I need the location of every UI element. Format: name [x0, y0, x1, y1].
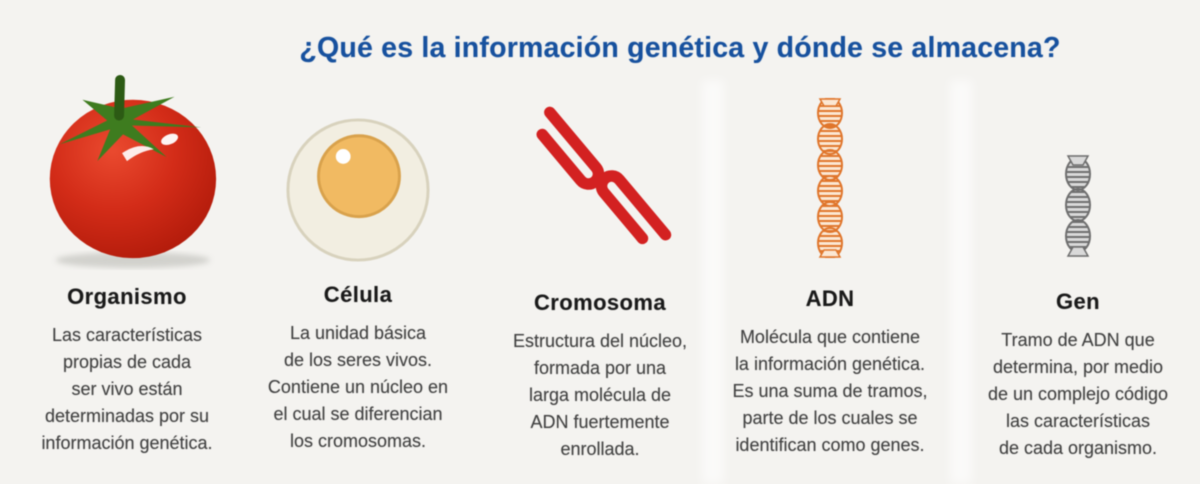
column-heading: Organismo	[67, 284, 187, 309]
column-description: Molécula que contiene la información gen…	[732, 327, 928, 455]
tomato-icon	[49, 74, 217, 269]
column-heading: Gen	[1056, 289, 1100, 314]
organismo-icon-area	[8, 70, 246, 270]
adn-icon-area	[706, 70, 954, 270]
column-description: Estructura del núcleo, formada por una l…	[512, 331, 688, 459]
cell-icon	[286, 118, 430, 262]
cromosoma-icon-area	[482, 70, 718, 270]
column-gen: Gen Tramo de ADN que determina, por medi…	[956, 70, 1200, 462]
chromosome-icon	[536, 106, 672, 245]
column-celula: Célula La unidad básica de los seres viv…	[245, 70, 471, 455]
column-cromosoma: Cromosoma Estructura del núcleo, formada…	[482, 70, 718, 463]
gene-icon	[1065, 155, 1091, 257]
adn-right-gutter	[950, 80, 972, 484]
gen-icon-area	[956, 70, 1200, 270]
dna-icon	[817, 98, 843, 258]
column-description: Tramo de ADN que determina, por medio de…	[987, 330, 1169, 458]
column-organismo: Organismo Las características propias de…	[8, 70, 246, 457]
adn-left-gutter	[702, 80, 724, 484]
page-title: ¿Qué es la información genética y dónde …	[299, 32, 1061, 64]
column-description: La unidad básica de los seres vivos. Con…	[267, 323, 449, 451]
column-heading: Célula	[323, 282, 393, 307]
column-heading: Cromosoma	[534, 290, 666, 315]
column-heading: ADN	[805, 286, 855, 311]
celula-icon-area	[245, 70, 471, 270]
column-adn: ADN Molécula que contiene la información…	[706, 70, 954, 459]
column-description: Las características propias de cada ser …	[41, 325, 213, 453]
